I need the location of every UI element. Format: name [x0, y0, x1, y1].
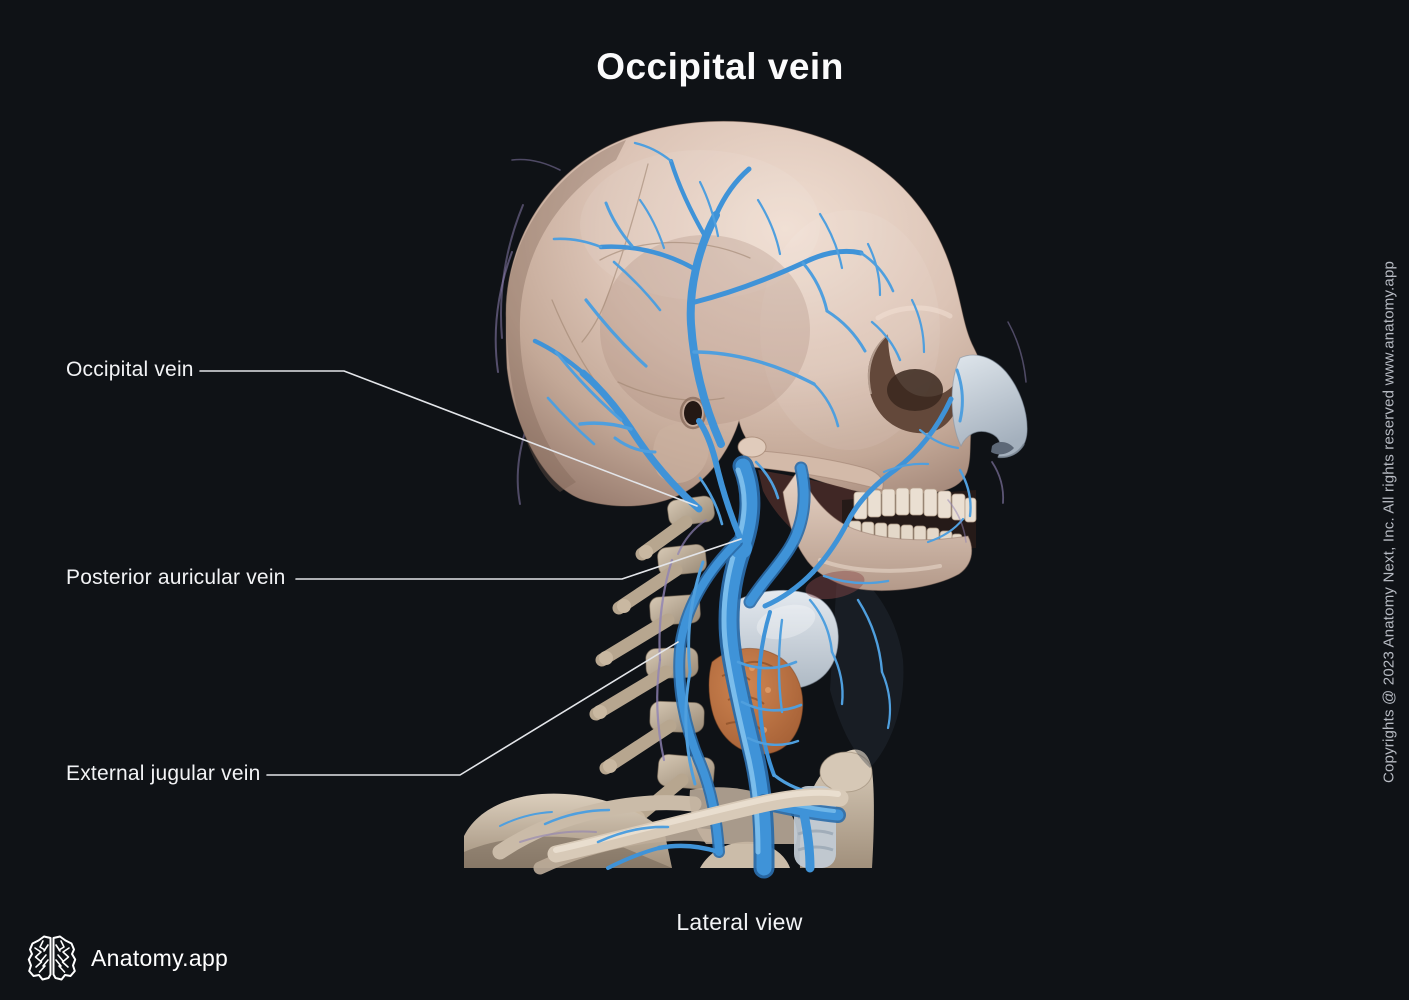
clavicle — [499, 788, 849, 863]
view-caption: Lateral view — [676, 909, 803, 935]
submandibular-shade — [805, 570, 865, 600]
neck-fascia-shade — [830, 560, 904, 768]
leader-posterior-auricular-vein — [295, 538, 742, 580]
eye-orbit — [867, 334, 961, 434]
brand-name: Anatomy.app — [91, 944, 229, 971]
copyright-text: Copyrights @ 2023 Anatomy Next, Inc. All… — [1380, 260, 1398, 784]
brand-logo: Anatomy.app — [27, 933, 228, 983]
cranium — [505, 120, 989, 507]
cervical-spine — [589, 495, 715, 827]
leader-external-jugular-vein — [266, 641, 679, 776]
label-external-jugular-vein: External jugular vein — [66, 762, 261, 785]
skull — [505, 120, 1028, 600]
label-occipital-vein: Occipital vein — [66, 358, 194, 381]
brain-logo-icon — [27, 935, 77, 981]
page-title: Occipital vein — [596, 46, 844, 87]
mandible — [782, 467, 973, 591]
leader-lines — [199, 370, 742, 776]
upper-teeth — [853, 487, 977, 523]
label-posterior-auricular-vein: Posterior auricular vein — [66, 566, 286, 589]
leader-occipital-vein — [199, 370, 698, 507]
vein-network — [519, 141, 1005, 879]
